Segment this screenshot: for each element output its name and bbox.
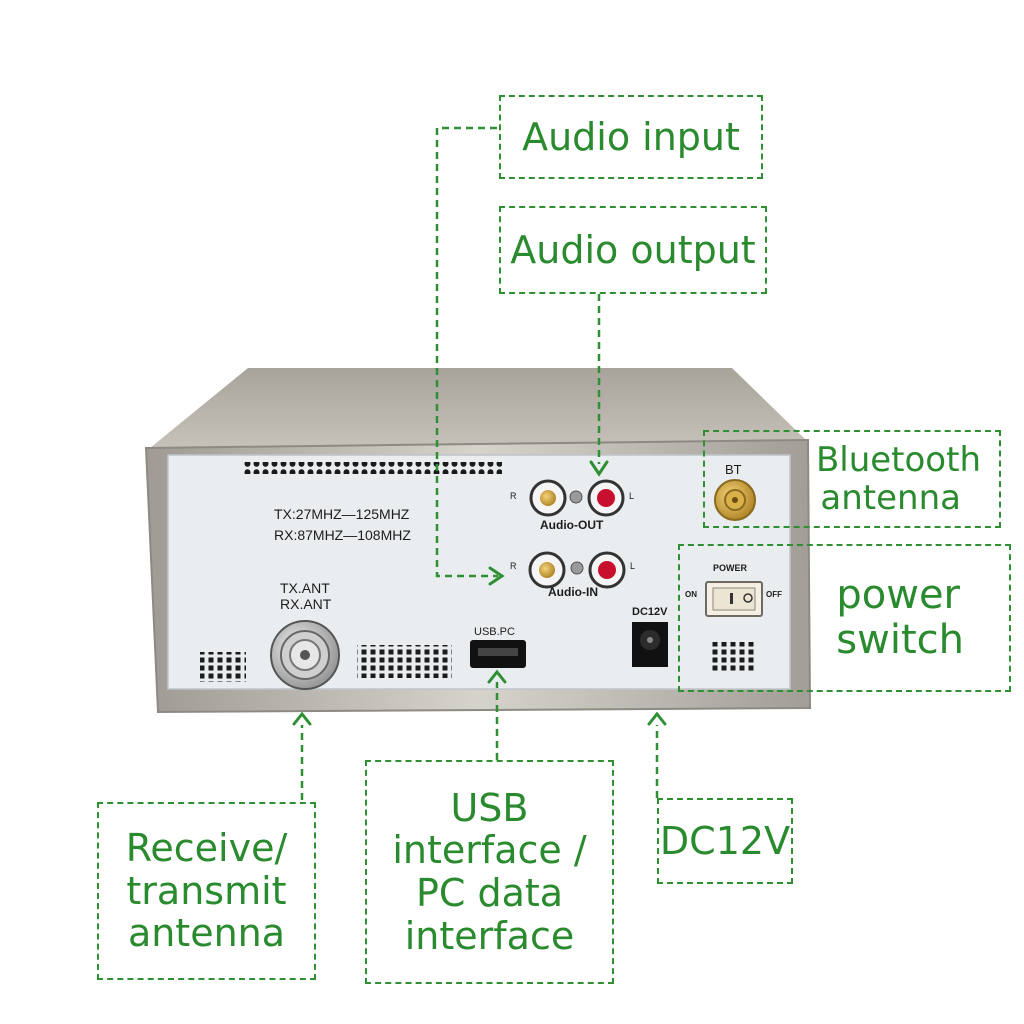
callout-dc12v-text: DC12V bbox=[659, 818, 791, 863]
callout-bluetooth-antenna: Bluetooth antenna bbox=[703, 430, 1001, 528]
callout-bluetooth-line2: antenna bbox=[820, 478, 961, 518]
rca-audio-out-l bbox=[587, 479, 625, 517]
r-out-label: R bbox=[510, 491, 517, 501]
off-label: OFF bbox=[766, 590, 782, 599]
dc12v-panel-label: DC12V bbox=[632, 606, 668, 618]
callout-usb-line1: USB bbox=[450, 785, 529, 830]
grille-left bbox=[200, 652, 246, 682]
callout-usb-line2: interface / bbox=[392, 828, 587, 873]
callout-rta-line2: transmit bbox=[126, 868, 287, 913]
power-rocker-switch bbox=[705, 581, 763, 617]
leader-arrowheads bbox=[292, 460, 667, 726]
callout-usb-line4: interface bbox=[404, 913, 575, 958]
on-label: ON bbox=[685, 590, 697, 599]
callout-rta-line3: antenna bbox=[127, 911, 286, 956]
callout-rta-line1: Receive/ bbox=[125, 826, 288, 871]
rca-audio-in-r bbox=[528, 551, 566, 589]
rx-ant-label: RX.ANT bbox=[280, 596, 332, 612]
power-label: POWER bbox=[713, 563, 748, 573]
l-in-label: L bbox=[630, 561, 636, 571]
bnc-antenna-connector bbox=[270, 620, 340, 690]
vent-row bbox=[244, 462, 502, 474]
callout-usb-interface: USB interface / PC data interface bbox=[365, 760, 614, 984]
callout-audio-output-text: Audio output bbox=[510, 227, 756, 272]
r-in-label: R bbox=[510, 561, 517, 571]
dc-power-jack bbox=[632, 622, 668, 667]
callout-bluetooth-line1: Bluetooth bbox=[815, 439, 981, 480]
tx-ant-label: TX.ANT bbox=[280, 580, 330, 596]
callout-audio-input: Audio input bbox=[499, 95, 763, 179]
callout-power-line2: switch bbox=[836, 617, 964, 663]
callout-audio-input-text: Audio input bbox=[522, 114, 740, 159]
l-out-label: L bbox=[629, 491, 635, 501]
callout-audio-output: Audio output bbox=[499, 206, 767, 294]
rx-range-label: RX:87MHZ—108MHZ bbox=[274, 527, 411, 543]
usb-pc-label: USB.PC bbox=[474, 626, 515, 638]
bt-sma-connector bbox=[714, 479, 756, 521]
audio-out-label: Audio-OUT bbox=[540, 518, 604, 532]
screw-out bbox=[569, 490, 583, 504]
leader-lines bbox=[300, 126, 659, 800]
callout-usb-line3: PC data bbox=[415, 871, 564, 915]
usb-port bbox=[470, 640, 526, 668]
rca-audio-in-l bbox=[588, 551, 626, 589]
grille-center bbox=[357, 645, 452, 678]
callout-power-line1: power bbox=[836, 572, 960, 619]
rca-audio-out-r bbox=[529, 479, 567, 517]
callout-receive-transmit-antenna: Receive/ transmit antenna bbox=[97, 802, 316, 980]
tx-range-label: TX:27MHZ—125MHZ bbox=[274, 506, 410, 522]
callout-power-switch: power switch bbox=[678, 544, 1011, 692]
callout-dc12v: DC12V bbox=[657, 798, 793, 884]
grille-right bbox=[710, 642, 756, 672]
bt-label: BT bbox=[725, 462, 742, 477]
case-top bbox=[150, 368, 806, 448]
audio-in-label: Audio-IN bbox=[548, 585, 598, 599]
screw-in bbox=[570, 561, 584, 575]
